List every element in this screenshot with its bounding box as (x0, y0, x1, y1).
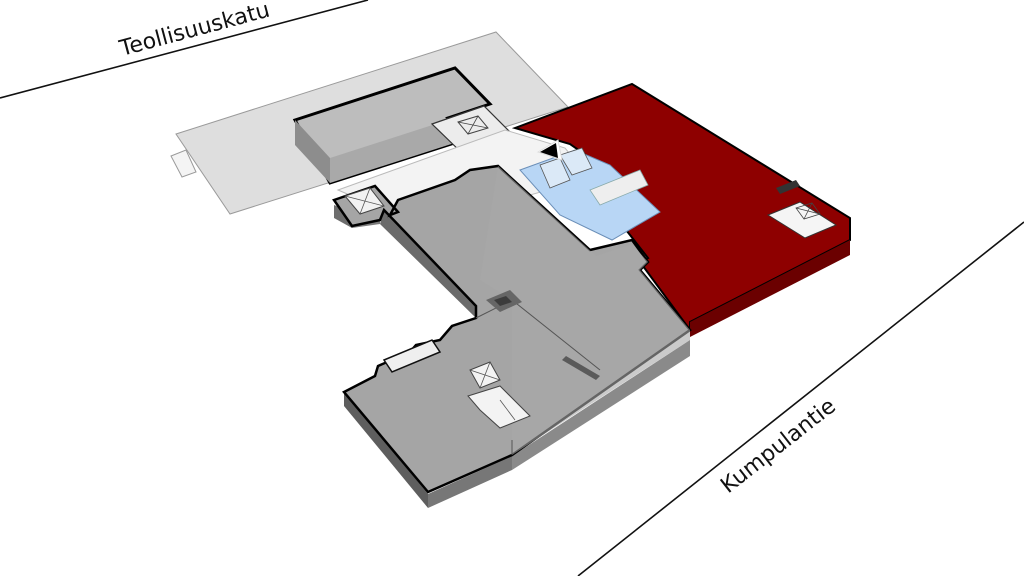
atrium[interactable] (519, 147, 661, 241)
elevator-core-right[interactable] (766, 180, 838, 239)
street-line-kumpulantie (577, 221, 1024, 576)
main-floor[interactable] (332, 164, 692, 508)
street-line-teollisuuskatu (0, 0, 369, 99)
street-label-kumpulantie: Kumpulantie (716, 394, 840, 499)
elevator-core-bottom[interactable] (467, 361, 531, 429)
location-marker[interactable] (536, 139, 563, 161)
elevator-core-left[interactable] (344, 187, 385, 215)
bay-window (382, 339, 442, 373)
